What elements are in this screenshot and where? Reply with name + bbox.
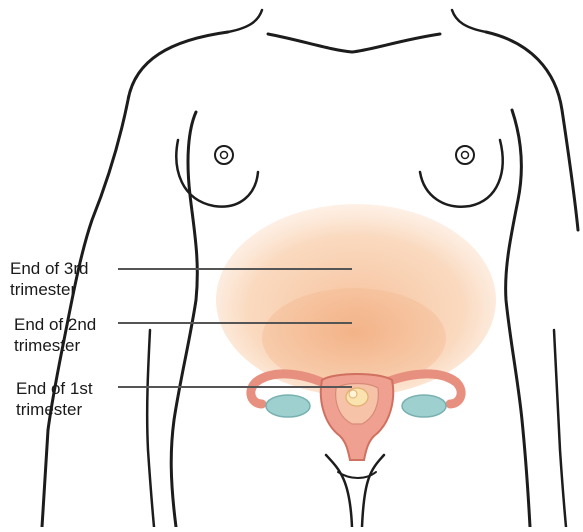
- neck-left: [228, 10, 262, 32]
- label-second-line1: End of 2nd: [14, 314, 96, 335]
- label-second-line2: trimester: [14, 335, 96, 356]
- left-arm-inner: [147, 330, 154, 527]
- groin-right: [362, 455, 384, 527]
- left-ovary: [266, 395, 310, 417]
- left-nipple-center: [221, 152, 228, 159]
- neck-right: [452, 10, 486, 32]
- label-first-line1: End of 1st: [16, 378, 93, 399]
- label-third-line1: End of 3rd: [10, 258, 88, 279]
- right-shoulder: [486, 32, 578, 230]
- label-first-line2: trimester: [16, 399, 93, 420]
- embryo-head: [349, 390, 357, 398]
- groin-left: [326, 455, 352, 527]
- embryo: [346, 388, 368, 406]
- right-arm-inner: [554, 330, 566, 527]
- label-end-of-3rd-trimester: End of 3rd trimester: [10, 258, 88, 300]
- collar-line: [268, 34, 440, 52]
- left-nipple: [215, 146, 233, 164]
- label-end-of-2nd-trimester: End of 2nd trimester: [14, 314, 96, 356]
- right-nipple: [456, 146, 474, 164]
- label-end-of-1st-trimester: End of 1st trimester: [16, 378, 93, 420]
- right-ovary: [402, 395, 446, 417]
- left-armpit: [171, 112, 197, 527]
- label-third-line2: trimester: [10, 279, 88, 300]
- right-breast: [420, 140, 503, 207]
- right-armpit: [506, 110, 530, 527]
- right-nipple-center: [462, 152, 469, 159]
